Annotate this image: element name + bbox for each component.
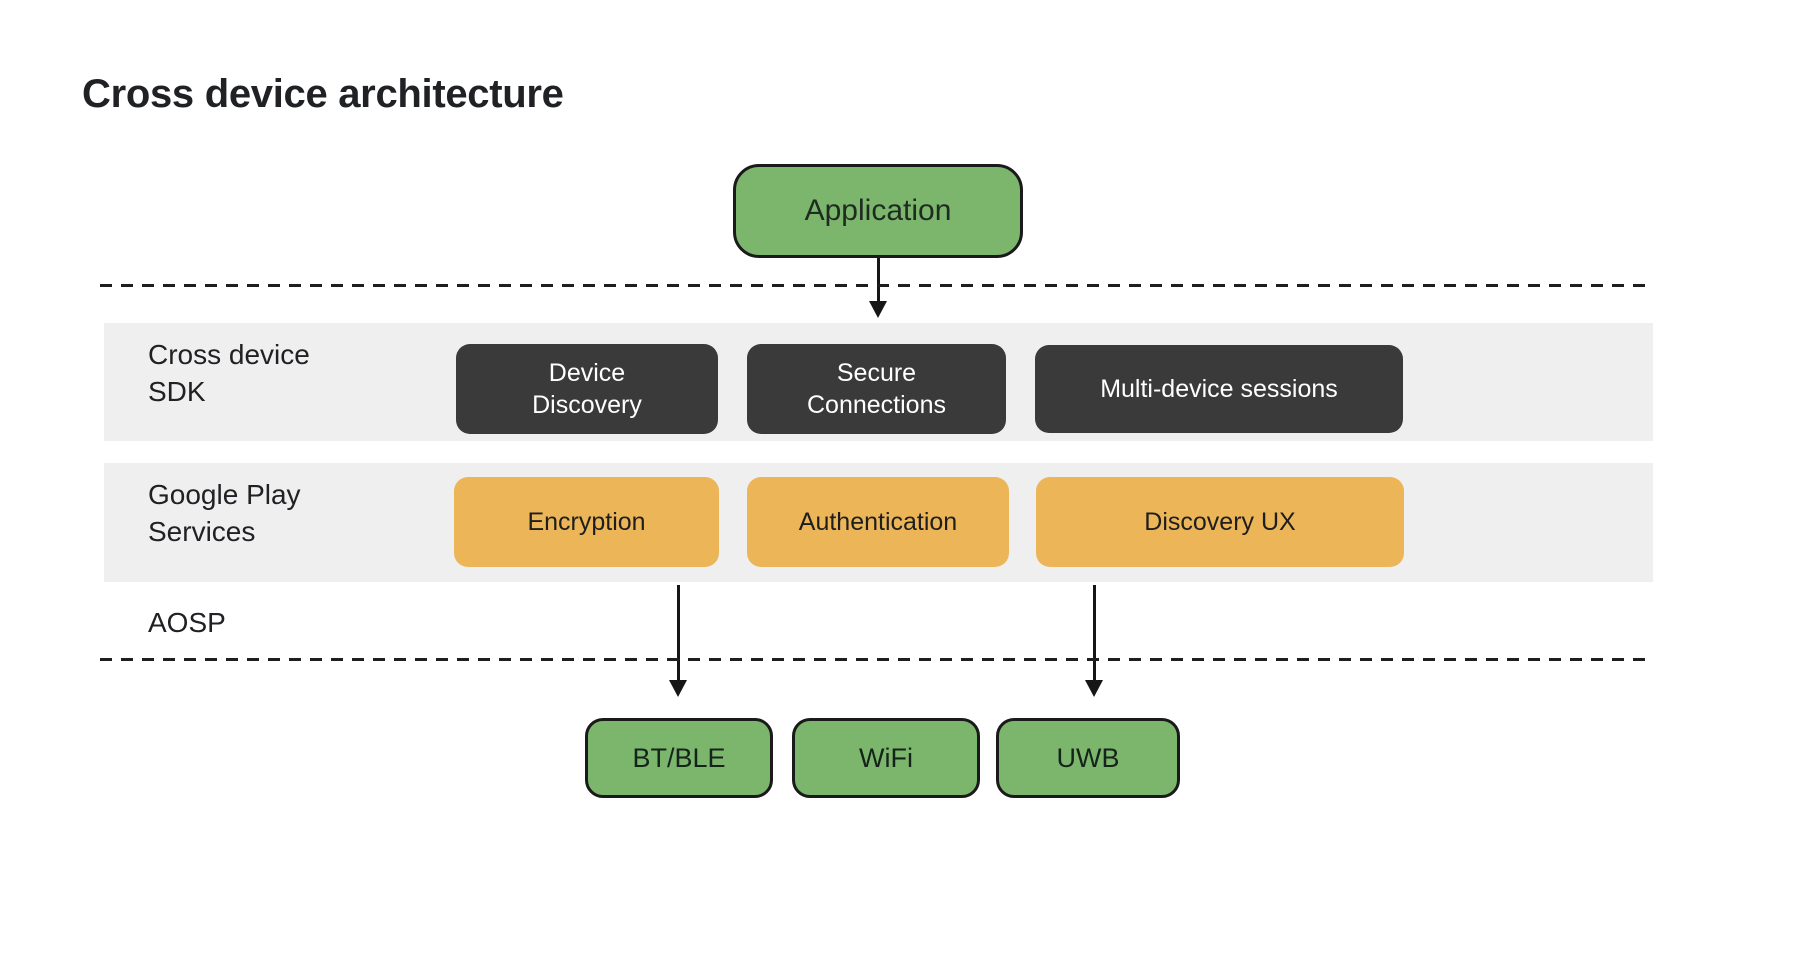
sdk-box-secure-connections: Secure Connections [747,344,1006,434]
dashed-separator-top [100,284,1650,287]
arrow-down-icon [669,680,687,697]
sdk-box-multi-device-sessions: Multi-device sessions [1035,345,1403,433]
transport-node-label: BT/BLE [632,742,726,773]
application-node-label: Application [804,194,952,227]
arrow-line [1093,585,1096,682]
gms-box-authentication: Authentication [747,477,1009,567]
gms-box-encryption: Encryption [454,477,719,567]
gms-layer-label: Google Play Services [148,479,301,547]
transport-node-label: WiFi [859,742,913,773]
gms-box-label: Authentication [798,507,958,536]
transport-node-wifi: WiFi [792,718,980,798]
dashed-separator-bottom [100,658,1650,661]
arrow-down-icon [869,301,887,318]
application-node: Application [733,164,1023,258]
sdk-box-label: Multi-device sessions [1100,375,1338,403]
aosp-label: AOSP [148,607,226,638]
transport-node-uwb: UWB [996,718,1180,798]
gms-box-label: Encryption [527,507,646,536]
sdk-layer-label: Cross device SDK [148,339,310,407]
gms-box-label: Discovery UX [1144,507,1296,536]
gms-box-discovery-ux: Discovery UX [1036,477,1404,567]
transport-node-label: UWB [1056,742,1120,773]
page-title: Cross device architecture [82,72,564,116]
transport-node-btble: BT/BLE [585,718,773,798]
sdk-box-label: Secure Connections [807,359,946,419]
arrow-line [877,258,880,303]
arrow-line [677,585,680,682]
sdk-box-device-discovery: Device Discovery [456,344,718,434]
arrow-down-icon [1085,680,1103,697]
sdk-box-label: Device Discovery [532,359,642,419]
